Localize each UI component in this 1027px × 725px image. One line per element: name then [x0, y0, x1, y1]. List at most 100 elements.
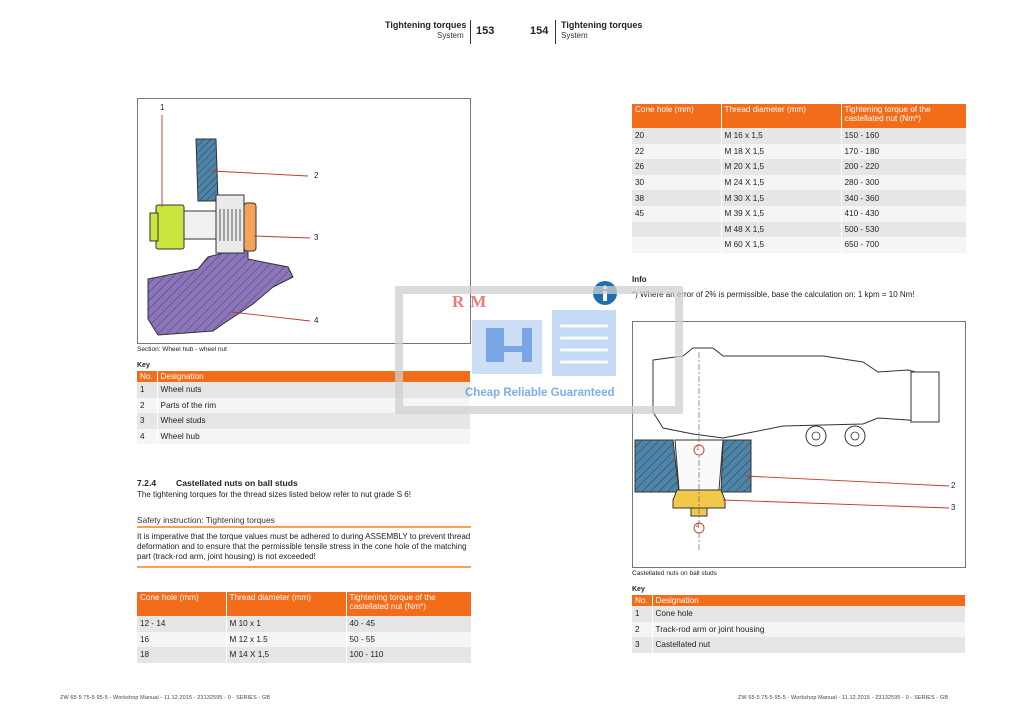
- thread-diameter: M 14 X 1,5: [226, 647, 347, 663]
- torque-value: 410 - 430: [841, 205, 967, 222]
- left-figure-caption: Section: Wheel hub - wheel nut: [137, 346, 227, 353]
- thread-diameter: M 48 X 1,5: [721, 221, 842, 238]
- key-header-designation: Designation: [157, 371, 471, 382]
- right-torque-table: Cone hole (mm) Thread diameter (mm) Tigh…: [632, 104, 967, 253]
- wheel-hub-figure: 1 2 3 4: [137, 98, 471, 344]
- callout-1: 1: [160, 103, 165, 112]
- torque-value: 650 - 700: [841, 237, 967, 253]
- key-header-no: No.: [137, 371, 158, 382]
- callout-2: 2: [314, 171, 319, 180]
- right-header-title: Tightening torques: [561, 20, 643, 30]
- thread-diameter: M 24 X 1,5: [721, 174, 842, 191]
- cone-hole: 45: [632, 205, 722, 222]
- cone-hole: 20: [632, 128, 722, 144]
- safety-bottom-rule: [137, 566, 471, 568]
- left-header-title: Tightening torques: [385, 20, 467, 30]
- thread-diameter: M 12 x 1.5: [226, 631, 347, 648]
- left-key-label: Key: [137, 362, 150, 369]
- watermark-logo-icon: [462, 306, 632, 386]
- torque-value: 340 - 360: [841, 190, 967, 206]
- key-no: 2: [137, 397, 158, 414]
- thread-diameter: M 18 X 1,5: [721, 143, 842, 160]
- key-designation: Parts of the rim: [157, 397, 471, 414]
- callout-4: 4: [696, 523, 700, 530]
- section-title: Castellated nuts on ball studs: [176, 478, 298, 488]
- cone-hole: 26: [632, 159, 722, 175]
- right-key-label: Key: [632, 586, 645, 593]
- thread-diameter: M 16 x 1,5: [721, 128, 842, 144]
- cone-hole: 18: [137, 647, 227, 663]
- key-header-designation: Designation: [652, 595, 966, 606]
- right-page-number: 154: [530, 25, 549, 37]
- section-number: 7.2.4: [137, 478, 157, 488]
- torque-value: 170 - 180: [841, 143, 967, 160]
- key-header-no: No.: [632, 595, 653, 606]
- cone-hole: 22: [632, 143, 722, 160]
- info-text: *) Where an error of 2% is permissible, …: [632, 290, 915, 299]
- callout-3: 3: [951, 503, 956, 512]
- torque-header-thread: Thread diameter (mm): [226, 592, 347, 616]
- cone-hole: 12 - 14: [137, 616, 227, 632]
- info-title: Info: [632, 275, 647, 284]
- key-no: 2: [632, 621, 653, 638]
- right-footer: ZW 65-5 75-5 95-5 - Workshop Manual - 11…: [738, 695, 949, 701]
- thread-diameter: M 39 X 1,5: [721, 205, 842, 222]
- torque-value: 200 - 220: [841, 159, 967, 175]
- torque-header-torque: Tightening torque of the castellated nut…: [346, 592, 472, 616]
- torque-value: 150 - 160: [841, 128, 967, 144]
- key-designation: Wheel hub: [157, 428, 471, 445]
- torque-value: 100 - 110: [346, 647, 472, 663]
- key-no: 1: [632, 606, 653, 622]
- torque-header-thread: Thread diameter (mm): [721, 104, 842, 128]
- key-designation: Wheel nuts: [157, 382, 471, 398]
- castellated-nut-drawing: [634, 347, 950, 552]
- left-header-subtitle: System: [437, 31, 464, 40]
- right-header-divider: [555, 20, 556, 44]
- watermark-brand: RM: [452, 292, 493, 311]
- cone-hole: 30: [632, 174, 722, 191]
- key-designation: Castellated nut: [652, 637, 966, 653]
- key-designation: Cone hole: [652, 606, 966, 622]
- watermark-frame: [395, 286, 683, 414]
- callout-3: 3: [314, 233, 319, 242]
- wheel-hub-drawing: [147, 115, 311, 336]
- left-page-number: 153: [476, 25, 495, 37]
- cone-hole: 38: [632, 190, 722, 206]
- torque-value: 500 - 530: [841, 221, 967, 238]
- key-designation: Wheel studs: [157, 413, 471, 429]
- torque-value: 280 - 300: [841, 174, 967, 191]
- key-no: 3: [137, 413, 158, 429]
- section-intro: The tightening torques for the thread si…: [137, 490, 411, 499]
- torque-value: 40 - 45: [346, 616, 472, 632]
- callout-1: 1: [696, 445, 700, 452]
- right-figure-caption: Castellated nuts on ball studs: [632, 570, 717, 577]
- cone-hole: [632, 237, 722, 253]
- callout-2: 2: [951, 481, 956, 490]
- thread-diameter: M 60 X 1,5: [721, 237, 842, 253]
- key-no: 4: [137, 428, 158, 445]
- safety-text: It is imperative that the torque values …: [137, 532, 471, 561]
- key-no: 3: [632, 637, 653, 653]
- torque-value: 50 - 55: [346, 631, 472, 648]
- torque-header-cone: Cone hole (mm): [632, 104, 722, 128]
- thread-diameter: M 20 X 1,5: [721, 159, 842, 175]
- key-no: 1: [137, 382, 158, 398]
- torque-header-torque: Tightening torque of the castellated nut…: [841, 104, 967, 128]
- left-torque-table: Cone hole (mm) Thread diameter (mm) Tigh…: [137, 592, 472, 663]
